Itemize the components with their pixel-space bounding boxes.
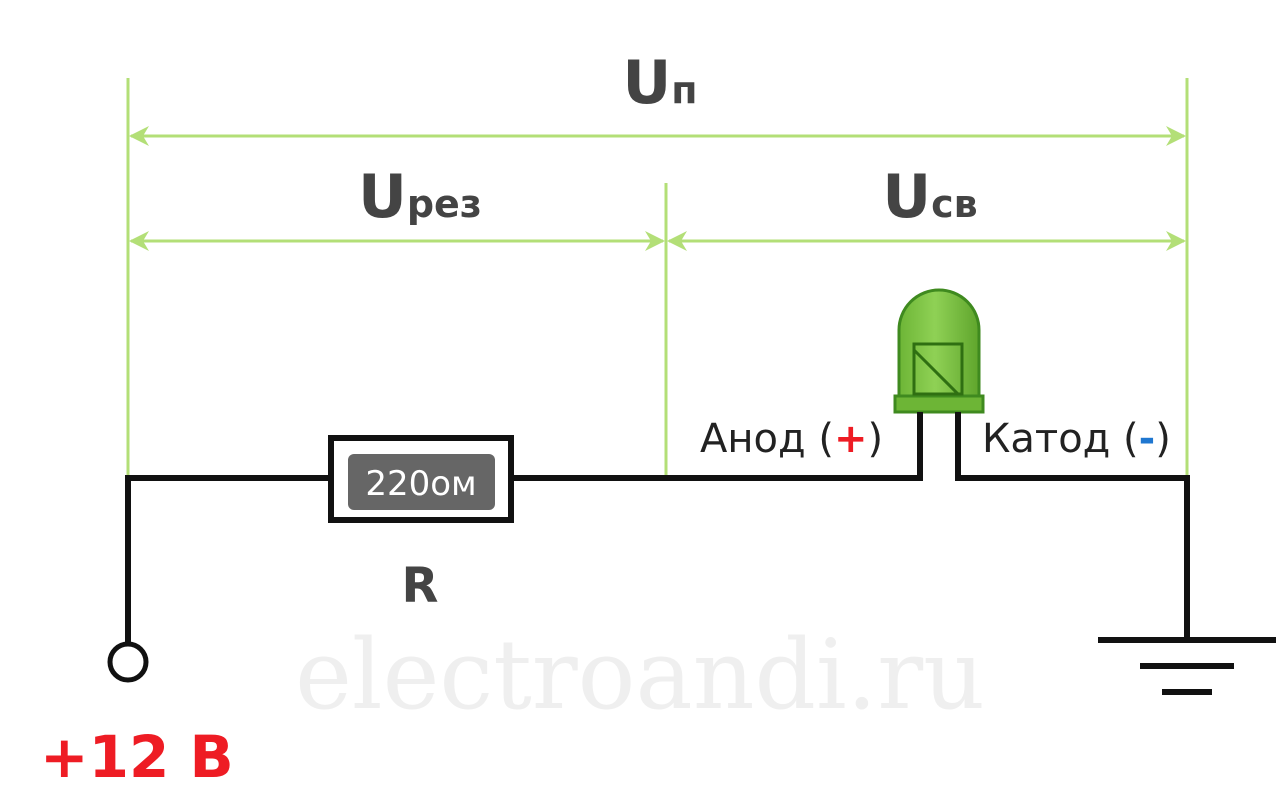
wire-cathode-to-ground [955, 412, 1190, 640]
cathode-label: Катод (-) [982, 416, 1171, 462]
led-die [912, 342, 964, 396]
total-voltage-label: Uп [623, 48, 698, 118]
led-die-diagonal [912, 348, 960, 396]
anode-label: Анод (+) [700, 416, 883, 462]
resistor-value: 220ом [365, 464, 476, 504]
supply-voltage-label: +12 В [40, 723, 234, 791]
open-circle-terminal-icon [107, 641, 149, 683]
led-flange [893, 394, 985, 414]
ground-symbol-icon [1098, 637, 1276, 695]
cathode-sign: - [1139, 416, 1156, 462]
resistor-icon: 220ом [328, 435, 514, 523]
led-voltage-label: Uсв [882, 162, 977, 232]
resistor-voltage-label: Uрез [358, 162, 482, 232]
resistor-value-badge [348, 454, 495, 510]
watermark-text: electroandi.ru [295, 619, 985, 731]
resistor-designator: R [402, 558, 439, 614]
dimension-extension-lines [126, 78, 1189, 478]
dimension-arrows [129, 126, 1186, 251]
wire-resistor-to-anode [511, 412, 923, 481]
wire-supply-to-resistor [125, 475, 331, 645]
anode-sign: + [834, 416, 868, 462]
circuit-wires [125, 412, 1190, 645]
led-icon [893, 288, 985, 420]
